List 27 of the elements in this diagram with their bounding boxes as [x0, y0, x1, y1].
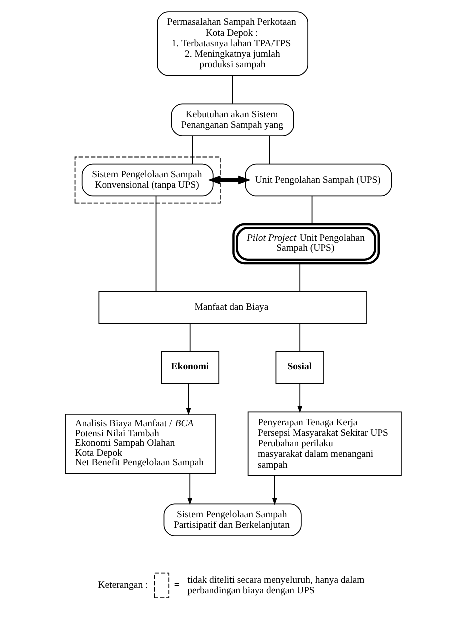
node-box: Manfaat dan Biaya — [98, 291, 367, 324]
node-box: Unit Pengolahan Sampah (UPS) — [245, 164, 392, 197]
label: Keterangan : — [98, 580, 148, 592]
connector — [269, 136, 270, 165]
arrow — [272, 476, 278, 506]
arrow — [188, 474, 193, 506]
node-box: Sistem Pengelolaan Sampah Konvensional (tanpa UPS) — [82, 164, 214, 197]
arrow — [186, 384, 192, 416]
connector — [312, 196, 313, 225]
node-box: Kebutuhan akan Sistem Penanganan Sampah yang — [171, 104, 294, 136]
arrow — [208, 176, 251, 185]
node-box: Pilot Project Unit Pengolahan Sampah (UPS) — [232, 223, 380, 265]
connector — [232, 76, 234, 104]
arrow — [298, 384, 303, 414]
legend-label: tidak diteliti secara menyeluruh, hanya dalam perbandingan biaya dengan UPS — [188, 574, 365, 596]
connector — [190, 323, 191, 352]
label: = — [174, 580, 180, 592]
connector — [156, 196, 157, 292]
node-box: Analisis Biaya Manfaat /BCA Potensi Nilai Tambah Ekonomi Sampah Olahan Kota Depok Net Benefit Pengelolaan Sampah — [65, 414, 216, 474]
connector — [192, 136, 193, 165]
connector — [300, 263, 301, 292]
node-box: Sistem Pengelolaan Sampah Partisipatif dan Berkelanjutan — [164, 504, 302, 537]
connector — [300, 323, 301, 352]
node-box: Penyerapan Tenaga Kerja Persepsi Masyarakat Sekitar UPS Perubahan perilaku masyarakat dalam menangani sampah — [248, 412, 402, 476]
node-box: Sosial — [276, 352, 324, 384]
node-box: Permasalahan Sampah Perkotaan Kota Depok : 1. Terbatasnya lahan TPA/TPS 2. Meningkatnya jumlah produksi sampah — [157, 12, 309, 76]
node-box: Ekonomi — [161, 352, 220, 384]
